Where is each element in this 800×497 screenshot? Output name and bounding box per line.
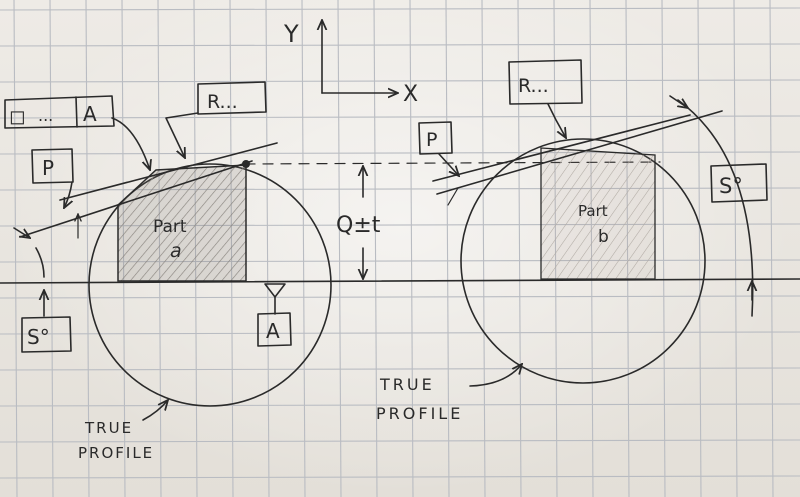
x-axis-label: X	[403, 82, 418, 107]
profile-label: R...	[518, 75, 549, 97]
datum-label: A	[266, 319, 280, 343]
caption-line-2: PROFILE	[78, 444, 154, 462]
part-a-datum-feature-box: ◻ ... A	[4, 95, 150, 170]
part-a-angle-box: S°	[21, 290, 72, 353]
grid-line-vertical	[661, 0, 666, 497]
profile-leader	[547, 103, 566, 138]
datum-baseline	[0, 278, 800, 284]
grid-line-horizontal	[0, 439, 800, 443]
angle-frame	[21, 316, 72, 353]
grid-line-vertical	[517, 0, 522, 497]
angle-label: S°	[719, 174, 743, 198]
grid-line-horizontal	[0, 115, 800, 119]
grid-line-vertical	[373, 0, 378, 497]
grid-line-vertical	[409, 0, 414, 497]
feature-frame-datum: A	[83, 102, 97, 126]
angle-frame	[710, 163, 768, 203]
datum-triangle	[264, 283, 286, 298]
grid-line-vertical	[733, 0, 738, 497]
grid-line-vertical	[445, 0, 450, 497]
profile-leader	[165, 112, 199, 158]
part-a-true-profile-circle	[88, 163, 332, 407]
profile-label: R...	[207, 91, 238, 113]
dimension-label: Q±t	[336, 213, 381, 238]
grid-line-vertical	[13, 0, 18, 497]
caption-line-1: TRUE	[84, 419, 133, 437]
part-b-tangent-line-1	[432, 114, 691, 182]
grid-line-vertical	[49, 0, 54, 497]
caption-leader	[142, 400, 168, 421]
grid-line-vertical	[301, 0, 306, 497]
part-a-datum-symbol: A	[257, 283, 292, 347]
grid-line-horizontal	[0, 367, 800, 371]
basis-leader	[64, 181, 72, 208]
angle-arrow-top	[669, 95, 688, 108]
feature-frame-leader	[111, 117, 150, 170]
profile-frame	[508, 59, 583, 105]
part-a-angle-arc	[35, 247, 45, 278]
part-a-label-letter: a	[170, 240, 182, 262]
grid-line-horizontal	[0, 79, 800, 83]
basis-label: P	[426, 129, 437, 151]
grid-line-horizontal	[0, 475, 800, 479]
grid-line-vertical	[265, 0, 270, 497]
part-b-label-letter: b	[598, 227, 609, 247]
caption-line-2: PROFILE	[376, 404, 463, 423]
caption-leader	[469, 364, 522, 387]
grid-line-horizontal	[0, 403, 800, 407]
feature-frame-divider	[75, 96, 78, 128]
caption-line-1: TRUE	[379, 375, 435, 394]
basis-frame	[31, 148, 74, 184]
part-a-group: Part a ◻ ... A R... P	[4, 81, 332, 462]
grid-line-horizontal	[0, 7, 800, 11]
grid-line-horizontal	[0, 295, 800, 299]
part-a-profile-box: R...	[165, 81, 267, 158]
angle-label: S°	[27, 325, 50, 349]
part-a-incoming-arrow	[13, 227, 30, 238]
profile-frame	[197, 81, 267, 115]
basis-frame	[418, 121, 453, 155]
part-a-basis-box: P	[31, 148, 74, 208]
part-b-tangent-line-2	[436, 110, 723, 195]
grid-line-horizontal	[0, 43, 800, 47]
y-axis-label: Y	[283, 20, 299, 48]
part-b-angle-tick	[447, 187, 459, 206]
grid-line-vertical	[769, 0, 774, 497]
grid-line-vertical	[337, 0, 342, 497]
angle-arc	[677, 99, 754, 317]
part-b-caption: TRUE PROFILE	[376, 364, 522, 423]
basis-leader	[438, 153, 459, 176]
grid-line-horizontal	[0, 187, 800, 191]
part-b-label-part: Part	[578, 202, 608, 220]
part-a-tangent-line-1	[59, 142, 278, 201]
grid-line-horizontal	[0, 151, 800, 155]
height-dimension: Q±t	[336, 166, 381, 279]
part-b-group: Part b R... P S° TRUE P	[376, 59, 768, 423]
part-b-true-profile-circle	[460, 138, 706, 384]
part-b-angle-box: S°	[669, 95, 768, 317]
datum-frame	[257, 312, 292, 347]
grid-line-vertical	[697, 0, 702, 497]
feature-frame-symbol: ◻	[9, 104, 26, 128]
part-a-caption: TRUE PROFILE	[78, 400, 168, 462]
grid-line-vertical	[85, 0, 90, 497]
grid-line-horizontal	[0, 331, 800, 335]
part-b-profile-box: R...	[508, 59, 583, 138]
feature-frame-ellipsis: ...	[38, 106, 53, 125]
part-b-basis-box: P	[418, 121, 459, 176]
part-a-tangent-line-2	[19, 160, 253, 238]
part-b-hatched-part	[540, 147, 656, 280]
basis-label: P	[42, 156, 54, 180]
grid-line-vertical	[481, 0, 486, 497]
part-a-label-part: Part	[153, 217, 187, 237]
axis-indicator: Y X	[283, 20, 418, 107]
